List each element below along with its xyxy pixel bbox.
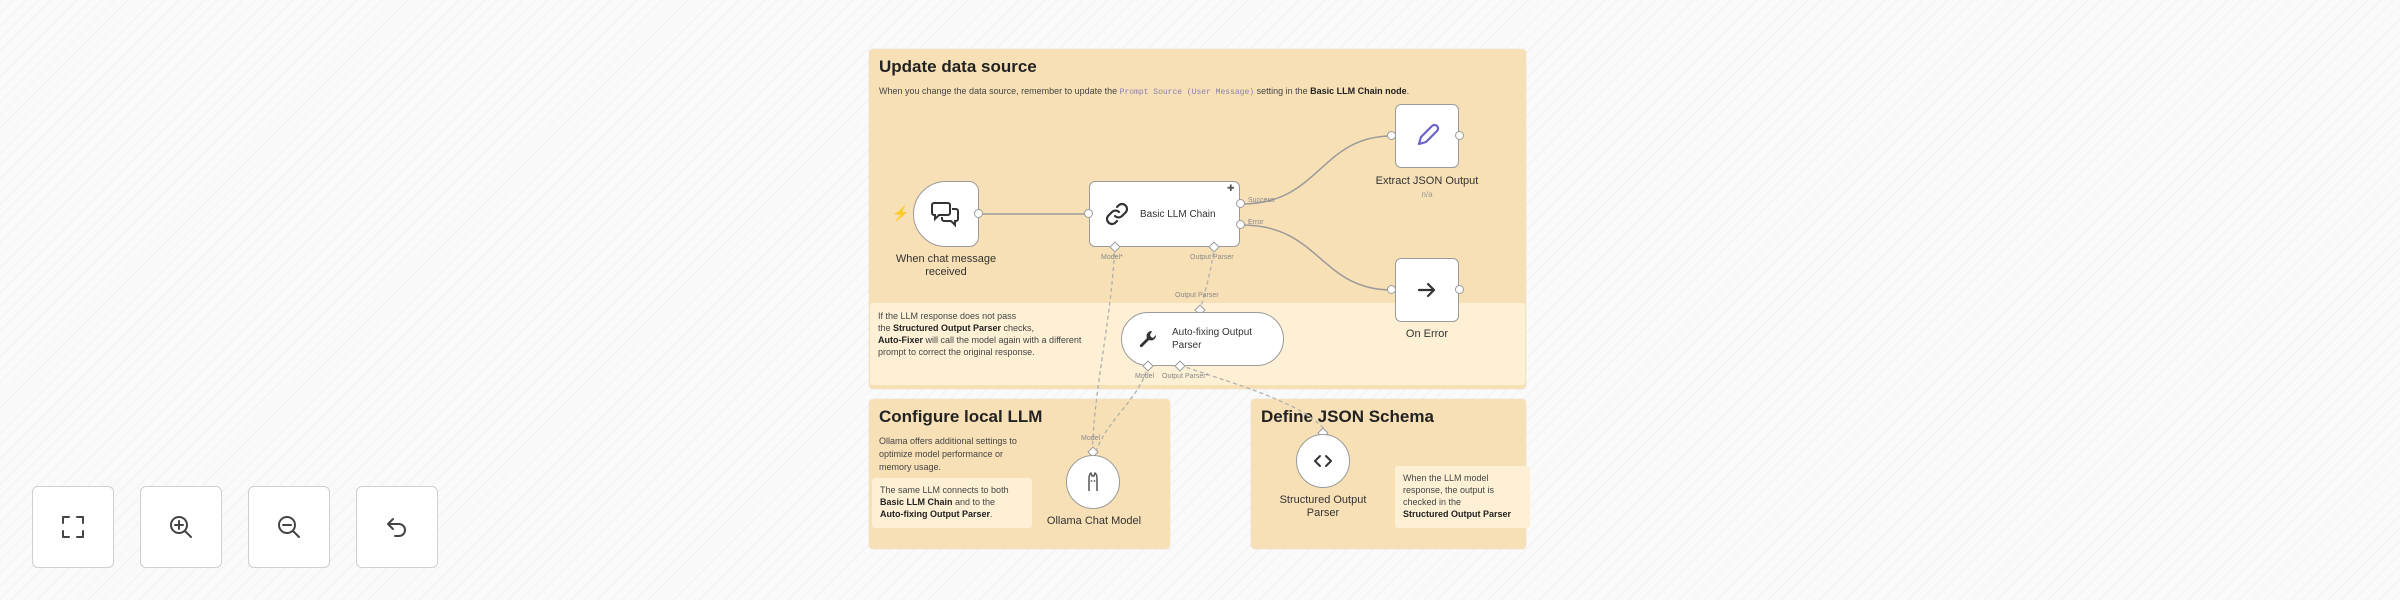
- pencil-icon: [1417, 123, 1440, 146]
- sticky-schema-note[interactable]: When the LLM model response, the output …: [1395, 466, 1530, 528]
- trigger-bolt-icon: ⚡: [892, 205, 910, 221]
- output-port-error[interactable]: [1236, 220, 1245, 229]
- wrench-icon: [1139, 330, 1157, 348]
- node-label: On Error: [1405, 328, 1449, 340]
- sticky-llm-note[interactable]: The same LLM connects to both Basic LLM …: [872, 478, 1032, 528]
- input-port[interactable]: [1387, 131, 1396, 140]
- node-label: Ollama Chat Model: [1046, 515, 1142, 527]
- node-title: Basic LLM Chain: [1140, 208, 1216, 220]
- sticky-description: Ollama offers additional settings to opt…: [879, 436, 1017, 472]
- node-subtitle: n/a: [1421, 190, 1433, 199]
- port-label-output-parser: Output Parser: [1190, 254, 1234, 261]
- output-port[interactable]: [1455, 131, 1464, 140]
- node-structured-output-parser[interactable]: [1296, 434, 1350, 488]
- sticky-title: Configure local LLM: [879, 407, 1043, 426]
- node-ollama-chat-model[interactable]: [1066, 455, 1120, 509]
- node-label: Extract JSON Output: [1375, 175, 1479, 187]
- chat-bubbles-icon: [931, 202, 959, 228]
- fit-view-button[interactable]: [32, 486, 114, 568]
- undo-icon: [387, 518, 406, 537]
- node-menu-icon[interactable]: ✚: [1227, 183, 1235, 193]
- node-extract-json-output[interactable]: [1395, 104, 1459, 168]
- port-label-model: Model: [1081, 435, 1101, 442]
- port-label-model: Model: [1135, 373, 1155, 380]
- port-label-output-parser: Output Parser: [1175, 292, 1219, 299]
- node-on-error[interactable]: [1395, 258, 1459, 322]
- output-port[interactable]: [1455, 285, 1464, 294]
- port-label-output-parser: Output Parser*: [1162, 373, 1209, 380]
- node-basic-llm-chain[interactable]: Basic LLM Chain: [1089, 181, 1240, 247]
- llama-icon: [1088, 472, 1098, 491]
- output-port[interactable]: [974, 209, 983, 218]
- input-port[interactable]: [1084, 209, 1093, 218]
- sticky-title: Update data source: [879, 57, 1037, 76]
- port-label-error: Error: [1248, 219, 1264, 226]
- link-chain-icon: [1105, 202, 1129, 226]
- port-label-success: Success: [1248, 197, 1275, 204]
- output-port-success[interactable]: [1236, 199, 1245, 208]
- zoom-out-icon: [278, 516, 300, 538]
- sticky-description: When you change the data source, remembe…: [879, 86, 1410, 97]
- arrow-right-icon: [1417, 282, 1436, 298]
- zoom-in-icon: [170, 516, 192, 538]
- node-chat-trigger[interactable]: [913, 181, 979, 247]
- port-label-model: Model*: [1101, 254, 1123, 261]
- reset-zoom-button[interactable]: [356, 486, 438, 568]
- zoom-in-button[interactable]: [140, 486, 222, 568]
- input-port[interactable]: [1387, 285, 1396, 294]
- code-brackets-icon: [1314, 455, 1332, 467]
- zoom-out-button[interactable]: [248, 486, 330, 568]
- expand-icon: [62, 516, 84, 538]
- sticky-title: Define JSON Schema: [1261, 407, 1434, 426]
